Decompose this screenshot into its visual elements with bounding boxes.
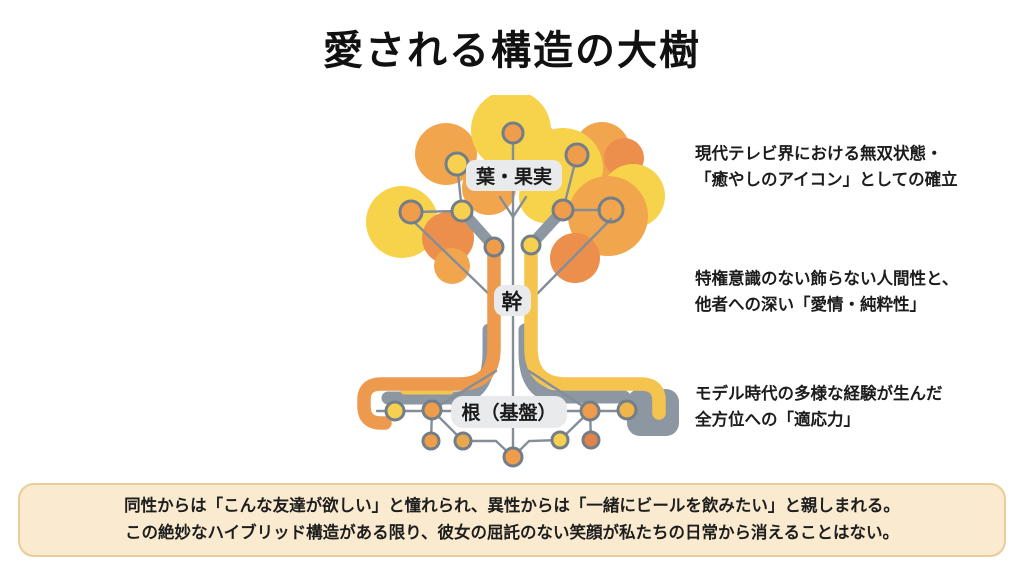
annotation-leaves-line-2: 「癒やしのアイコン」としての確立 (695, 171, 958, 189)
annotation-trunk-line-1: 特権意識のない飾らない人間性と、 (695, 270, 959, 288)
annotation-roots-line-1: モデル時代の多様な経験が生んだ (695, 385, 943, 403)
annotation-trunk: 特権意識のない飾らない人間性と、 他者への深い「愛情・純粋性」 (695, 266, 1017, 318)
tree-diagram: 葉・果実 幹 根（基盤） (357, 95, 679, 468)
footer-line-1: 同性からは「こんな友達が欲しい」と憧れられ、異性からは「一緒にビールを飲みたい」… (124, 497, 900, 515)
leaves-label: 葉・果実 (475, 165, 552, 188)
tree-nodes (384, 121, 638, 468)
footer-banner: 同性からは「こんな友達が欲しい」と憧れられ、異性からは「一緒にビールを飲みたい」… (18, 483, 1006, 557)
tree-trunk-bars (357, 238, 666, 430)
annotation-trunk-line-2: 他者への深い「愛情・純粋性」 (695, 296, 926, 314)
annotation-roots-line-2: 全方位への「適応力」 (695, 411, 860, 429)
trunk-label-box (494, 285, 531, 316)
root-flare-lines (430, 369, 592, 413)
roots-label: 根（基盤） (461, 401, 556, 424)
tree-labels: 葉・果実 幹 根（基盤） (451, 160, 567, 428)
annotation-roots: モデル時代の多様な経験が生んだ 全方位への「適応力」 (695, 381, 1017, 433)
footer-line-2: この絶妙なハイブリッド構造がある限り、彼女の屈託のない笑顔が私たちの日常から消え… (124, 524, 899, 542)
roots-label-box (451, 396, 567, 428)
leaves-label-box (466, 160, 562, 191)
page-title: 愛される構造の大樹 (323, 29, 701, 73)
trunk-label: 幹 (502, 290, 524, 314)
annotation-leaves: 現代テレビ界における無双状態・ 「癒やしのアイコン」としての確立 (695, 141, 1017, 193)
annotation-leaves-line-1: 現代テレビ界における無双状態・ (695, 145, 943, 163)
